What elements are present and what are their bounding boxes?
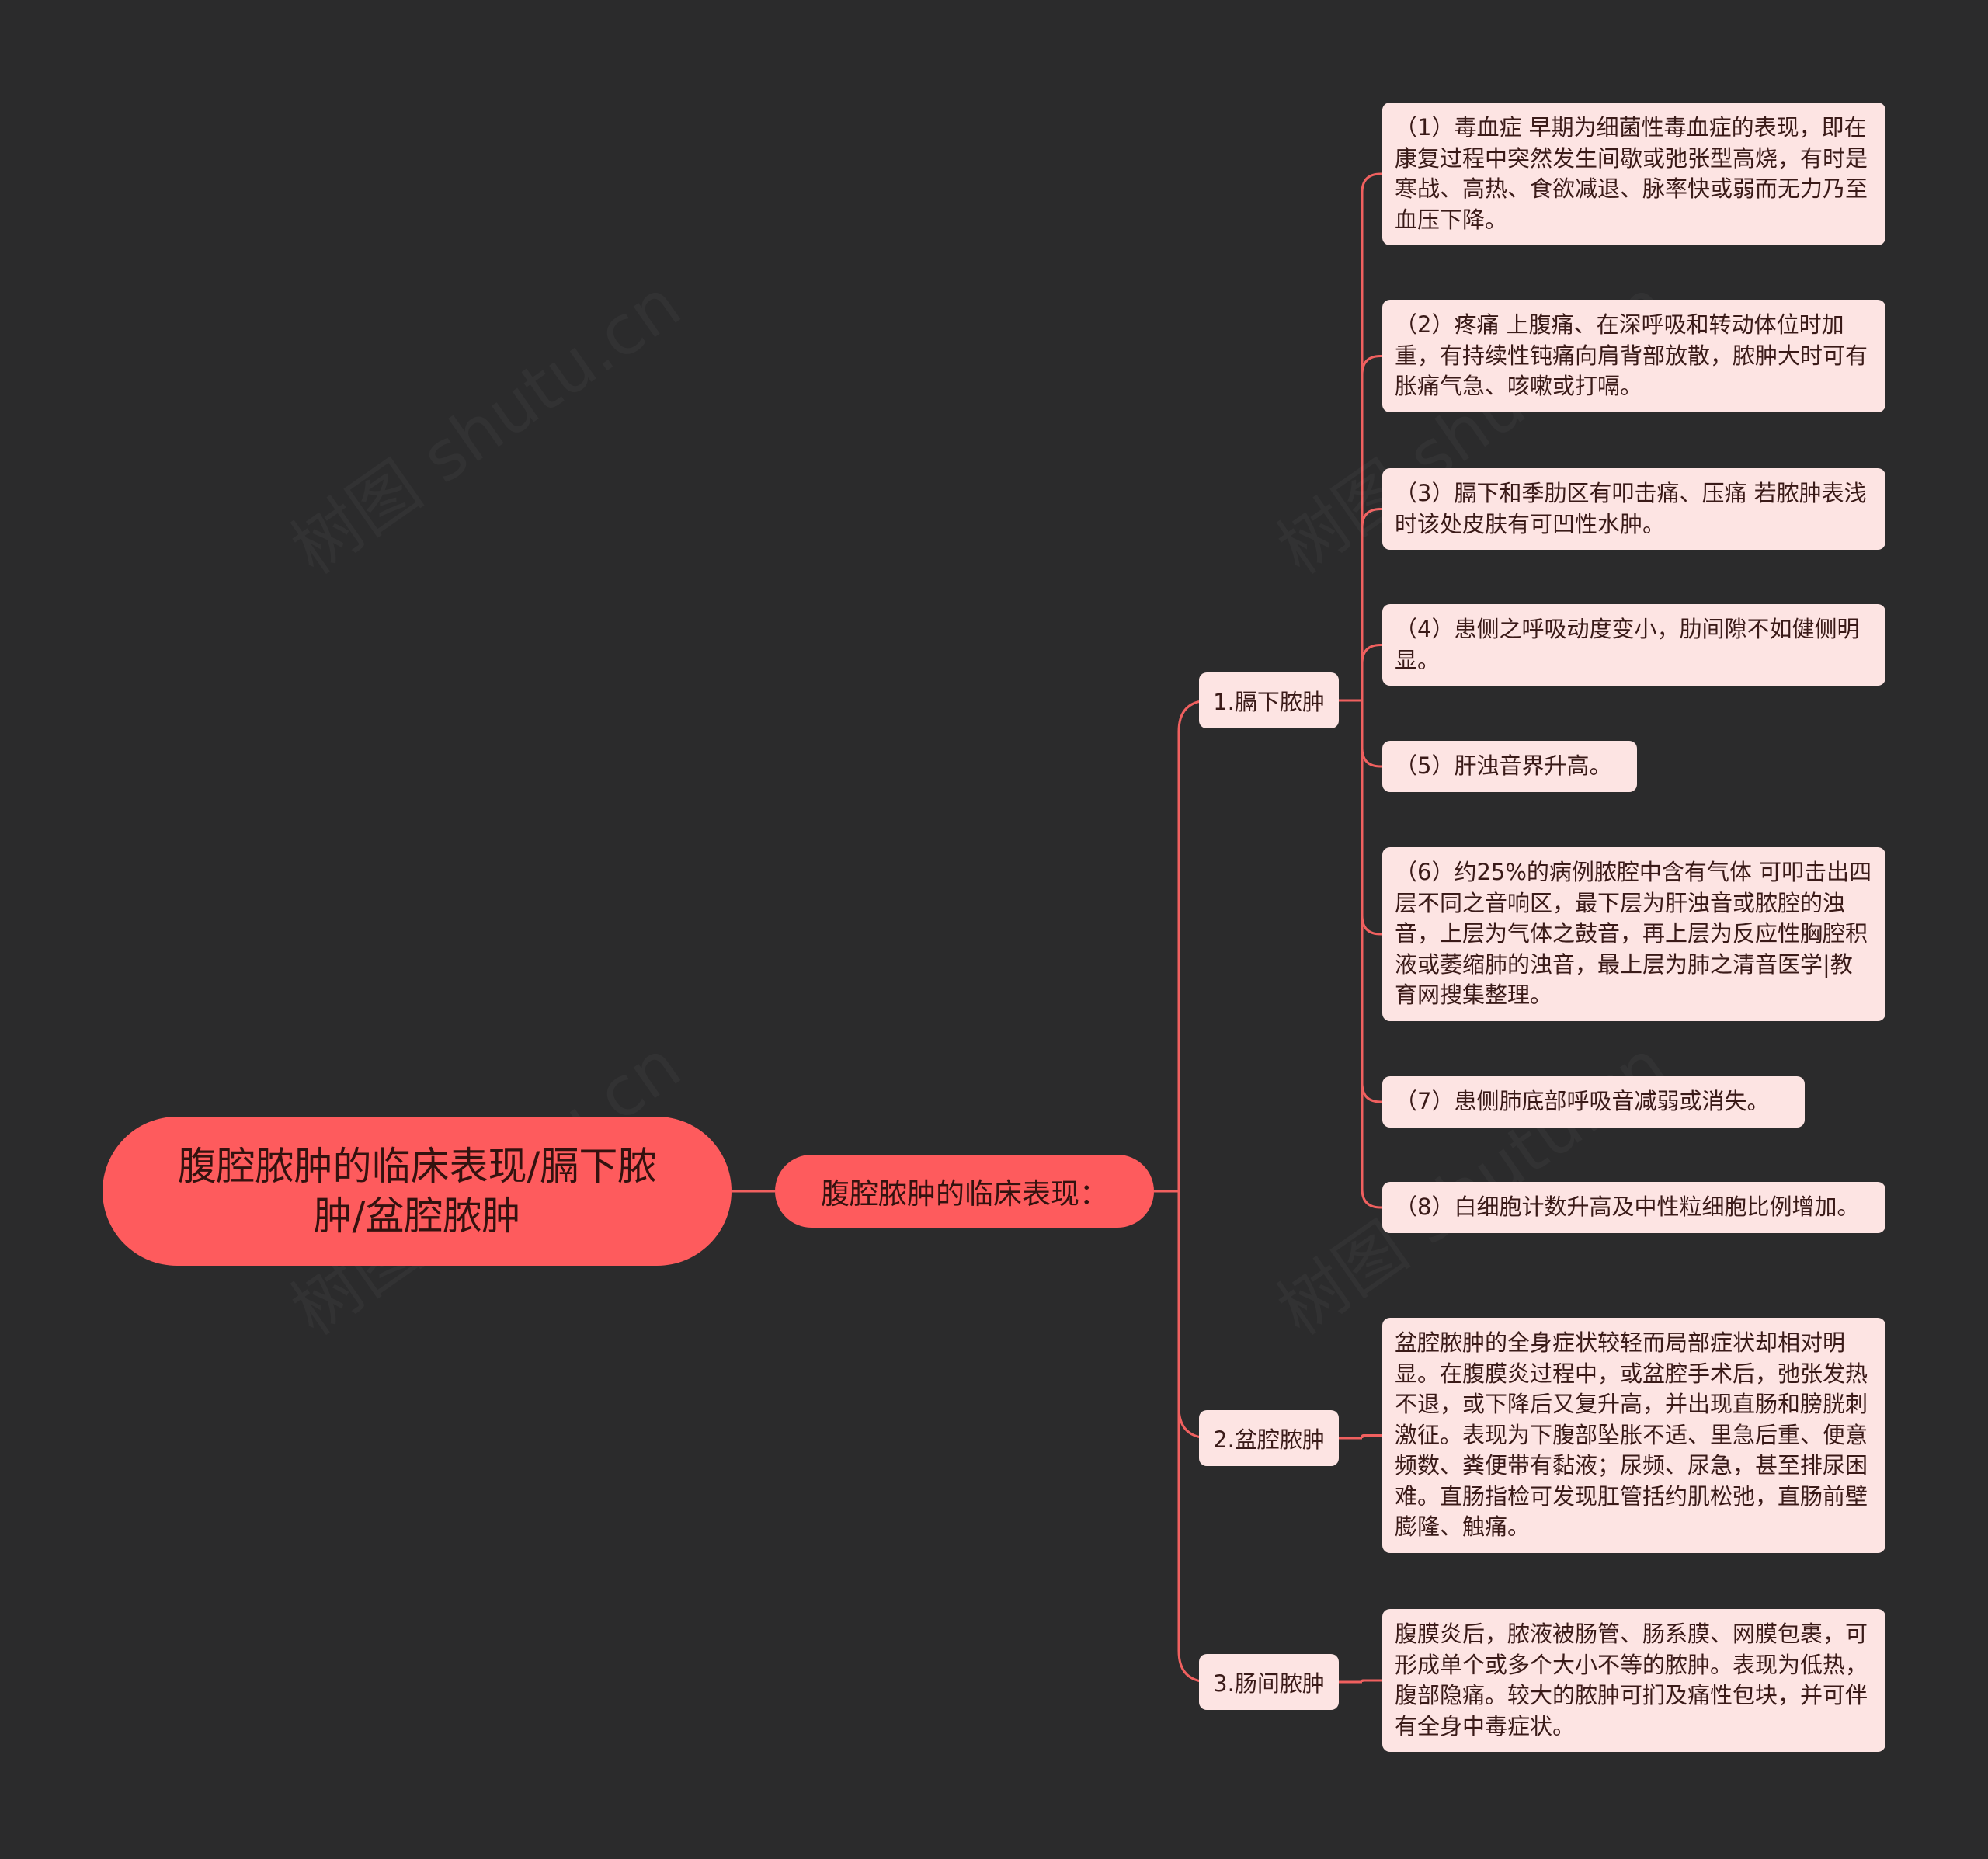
leaf-tenderness[interactable]: （3）膈下和季肋区有叩击痛、压痛 若脓肿表浅时该处皮肤有可凹性水肿。 — [1382, 468, 1885, 550]
connector-hub-branch — [1177, 1191, 1211, 1440]
connector-hub-branch — [1177, 699, 1211, 1191]
leaf-breath-sounds[interactable]: （7）患侧肺底部呼吸音减弱或消失。 — [1382, 1076, 1805, 1128]
branch-subphrenic-abscess[interactable]: 1.膈下脓肿 — [1199, 672, 1339, 728]
branch-interloop-abscess[interactable]: 3.肠间脓肿 — [1199, 1654, 1339, 1710]
leaf-toxemia[interactable]: （1）毒血症 早期为细菌性毒血症的表现，即在康复过程中突然发生间歇或弛张型高烧，… — [1382, 103, 1885, 245]
connector-branch-leaf — [1361, 700, 1382, 936]
leaf-interloop-description[interactable]: 腹膜炎后，脓液被肠管、肠系膜、网膜包裹，可形成单个或多个大小不等的脓肿。表现为低… — [1382, 1609, 1885, 1752]
leaf-liver-dullness[interactable]: （5）肝浊音界升高。 — [1382, 741, 1637, 792]
connector-branch-leaf — [1361, 1679, 1382, 1682]
connector-branch-leaf — [1361, 172, 1382, 700]
leaf-respiration[interactable]: （4）患侧之呼吸动度变小，肋间隙不如健侧明显。 — [1382, 604, 1885, 686]
connector-branch-leaf — [1361, 508, 1382, 700]
connector-branch-leaf — [1361, 1434, 1382, 1438]
connector-branch-leaf — [1361, 700, 1382, 1209]
leaf-pelvic-description[interactable]: 盆腔脓肿的全身症状较轻而局部症状却相对明显。在腹膜炎过程中，或盆腔手术后，弛张发… — [1382, 1318, 1885, 1553]
connector-branch-leaf — [1361, 700, 1382, 768]
hub-topic[interactable]: 腹腔脓肿的临床表现： — [775, 1155, 1154, 1228]
branch-label: 1.膈下脓肿 — [1213, 689, 1325, 715]
connector-branch-leaf — [1361, 355, 1382, 700]
leaf-white-cells[interactable]: （8）白细胞计数升高及中性粒细胞比例增加。 — [1382, 1182, 1885, 1233]
leaf-gas-in-abscess[interactable]: （6）约25%的病例脓腔中含有气体 可叩击出四层不同之音响区，最下层为肝浊音或脓… — [1382, 847, 1885, 1021]
root-topic-label: 腹腔脓肿的临床表现/膈下脓肿/盆腔脓肿 — [177, 1144, 657, 1239]
branch-pelvic-abscess[interactable]: 2.盆腔脓肿 — [1199, 1410, 1339, 1466]
hub-topic-label: 腹腔脓肿的临床表现： — [821, 1177, 1108, 1211]
root-topic[interactable]: 腹腔脓肿的临床表现/膈下脓肿/盆腔脓肿 — [103, 1117, 732, 1266]
branch-label: 3.肠间脓肿 — [1213, 1670, 1325, 1697]
leaf-pain[interactable]: （2）疼痛 上腹痛、在深呼吸和转动体位时加重，有持续性钝痛向肩背部放散，脓肿大时… — [1382, 300, 1885, 412]
connector-branch-leaf — [1361, 644, 1382, 700]
branch-label: 2.盆腔脓肿 — [1213, 1426, 1325, 1453]
